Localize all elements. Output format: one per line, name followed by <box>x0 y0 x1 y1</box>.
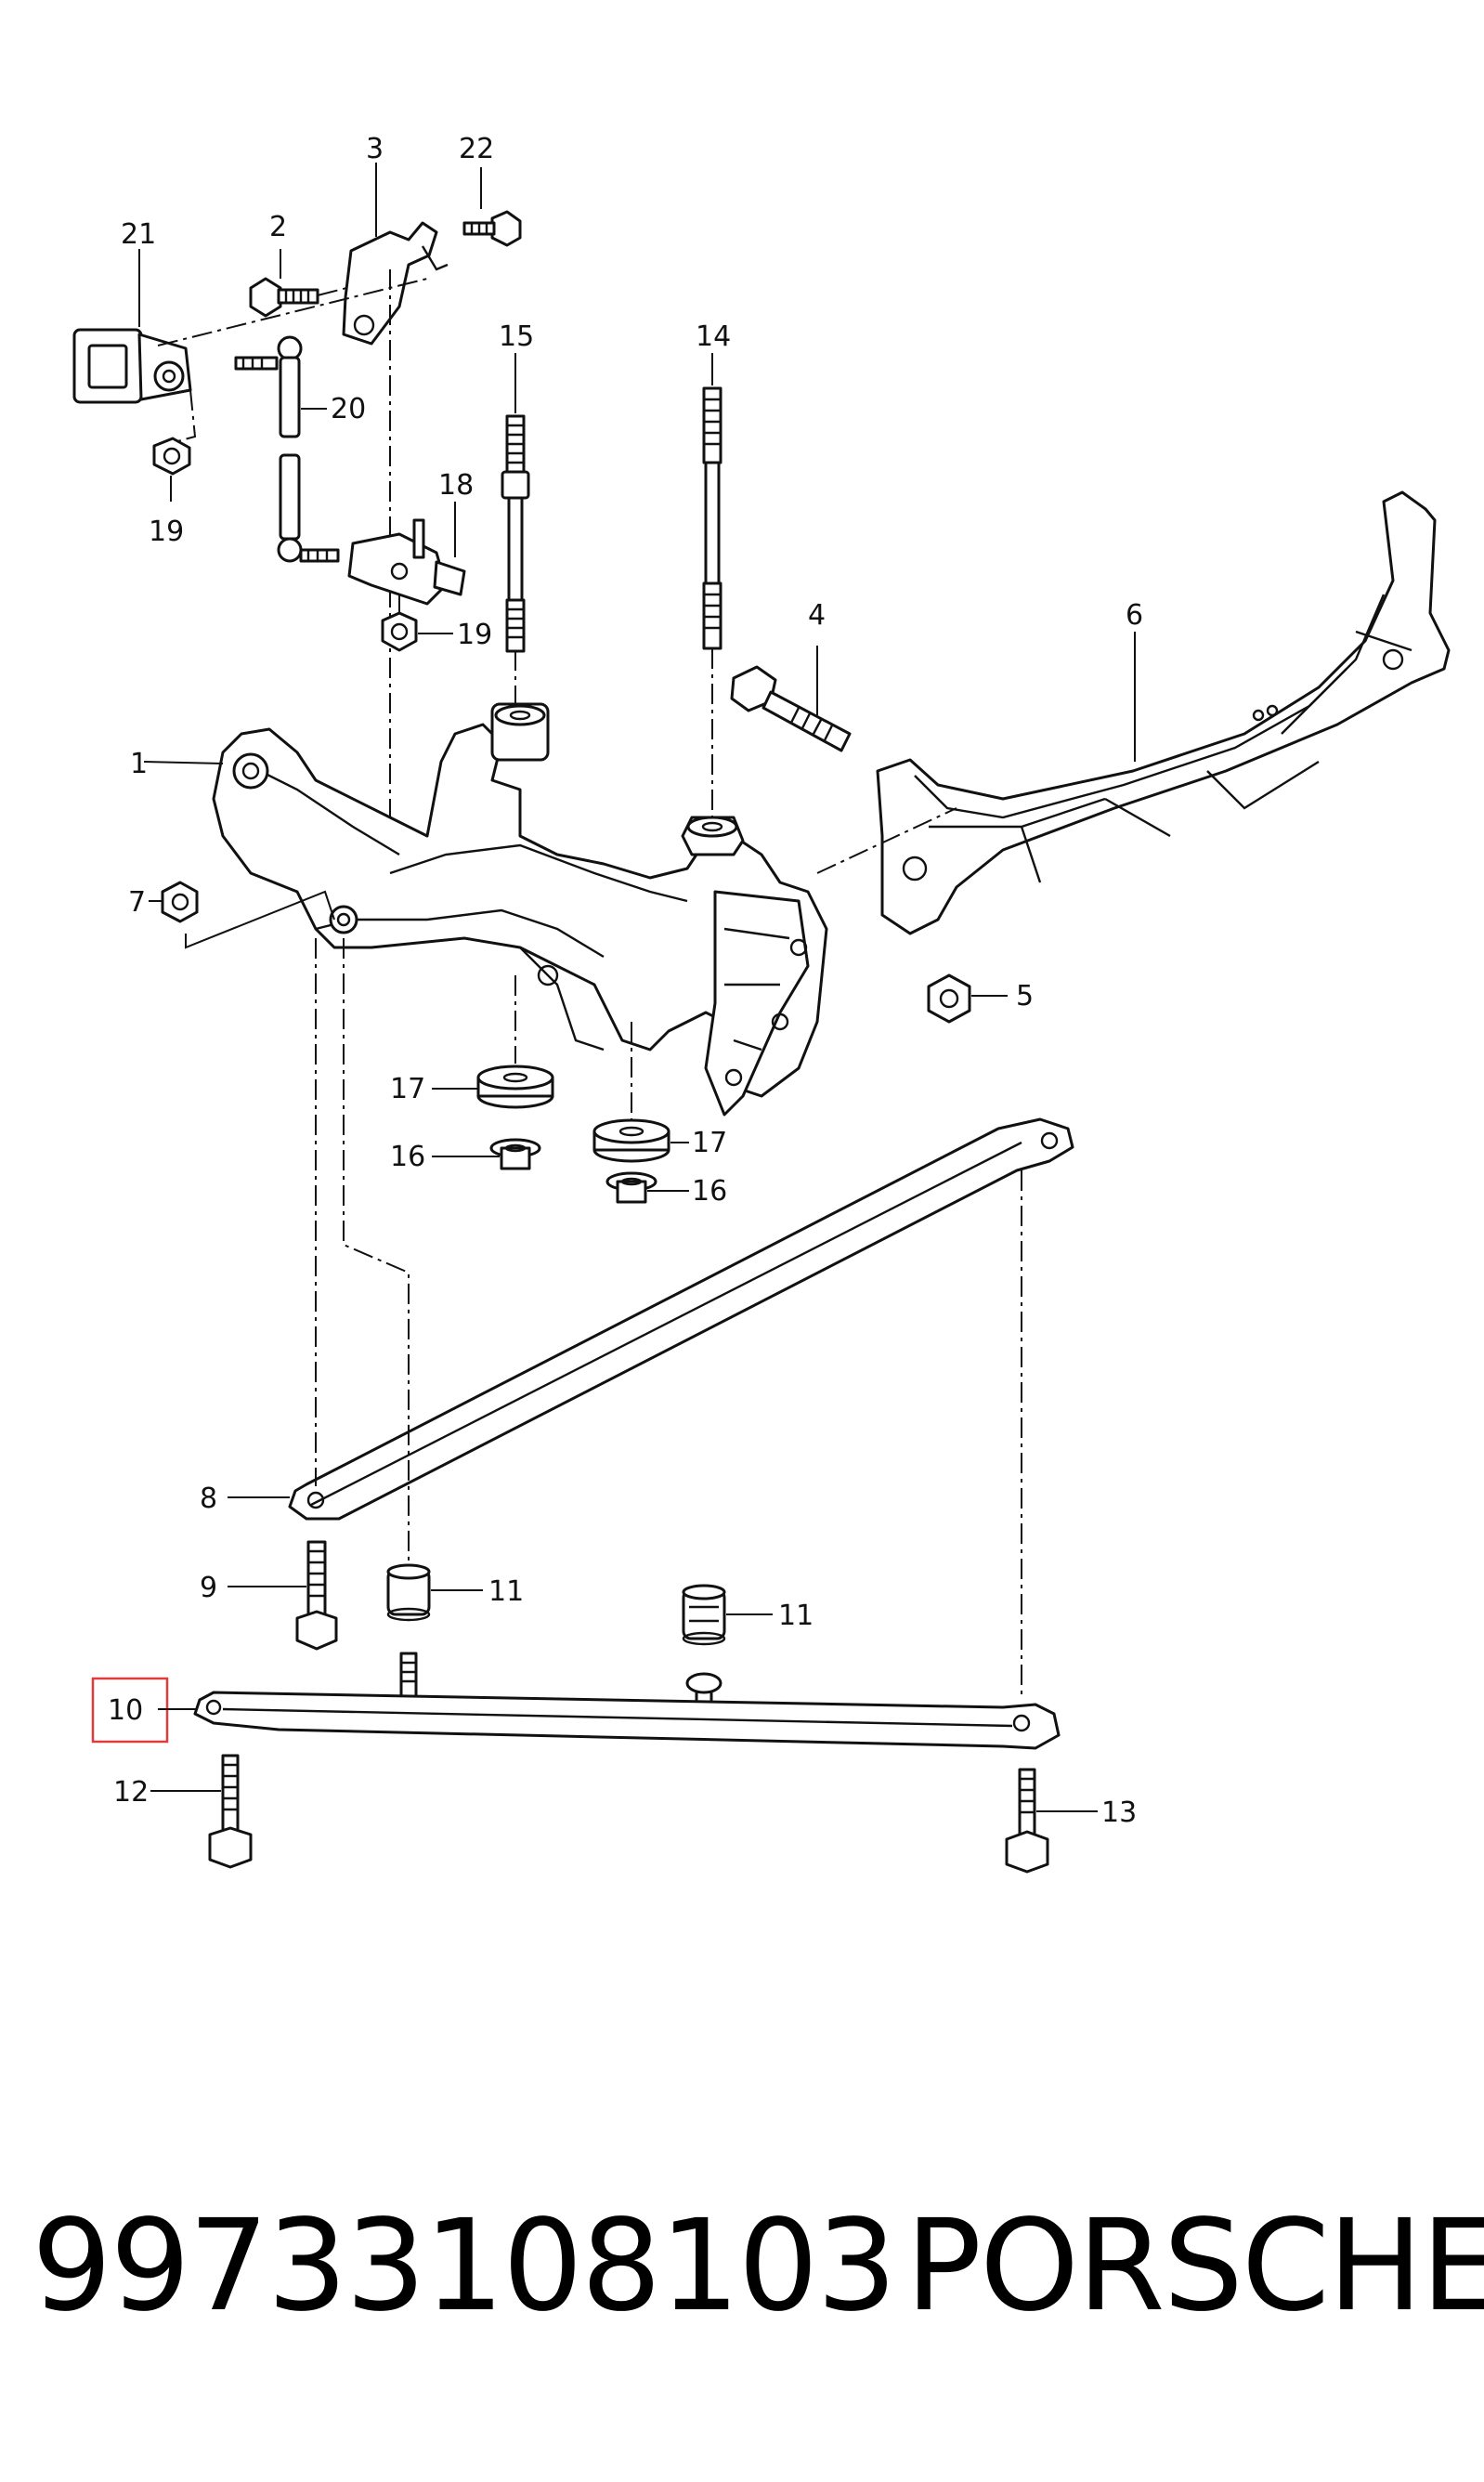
flange-nut-16-left <box>489 1138 541 1170</box>
callout-4: 4 <box>808 599 826 632</box>
callout-7: 7 <box>128 886 146 919</box>
callout-11-right: 11 <box>778 1600 814 1632</box>
callout-17-right: 17 <box>692 1127 727 1159</box>
stud-15 <box>501 414 530 653</box>
callout-15: 15 <box>499 320 534 353</box>
stud-14 <box>702 386 722 650</box>
nut-19-left <box>152 437 191 476</box>
spacer-11-right <box>682 1584 726 1646</box>
callout-19-mid: 19 <box>457 619 492 651</box>
flange-nut-16-right <box>605 1171 657 1204</box>
callout-17-left: 17 <box>390 1073 425 1105</box>
callout-16-right: 16 <box>692 1175 727 1208</box>
callout-16-left: 16 <box>390 1141 425 1173</box>
callout-2: 2 <box>269 211 287 243</box>
callout-20: 20 <box>331 393 366 425</box>
lower-reinforcement-plate <box>193 1652 1061 1750</box>
callout-1: 1 <box>130 748 148 780</box>
part-number: 99733108103 <box>32 2193 897 2340</box>
callout-6: 6 <box>1126 599 1143 632</box>
sensor-bracket <box>342 221 449 346</box>
lower-sensor-bracket <box>347 518 466 606</box>
front-subframe <box>212 702 828 1117</box>
rubber-mount-17-left <box>476 1065 554 1109</box>
callout-19-left: 19 <box>149 516 184 548</box>
bolt-4 <box>730 665 852 752</box>
callout-11-left: 11 <box>488 1575 524 1608</box>
callout-14: 14 <box>696 320 731 353</box>
callout-3: 3 <box>366 133 384 165</box>
nut-5 <box>927 973 971 1024</box>
callout-18: 18 <box>438 469 474 502</box>
bolt-2 <box>249 277 319 318</box>
callout-13: 13 <box>1101 1796 1137 1829</box>
bolt-12 <box>208 1754 253 1869</box>
callout-10: 10 <box>108 1694 143 1727</box>
footer-bar: 99733108103 PORSCHE <box>0 2197 1484 2336</box>
level-sensor <box>72 328 192 404</box>
diagonal-brace <box>288 1117 1074 1521</box>
rear-crossmember <box>876 490 1451 935</box>
callout-21: 21 <box>121 218 156 251</box>
bolt-22 <box>462 210 522 247</box>
callout-12: 12 <box>113 1776 149 1809</box>
nut-19-mid <box>381 611 418 652</box>
nut-7 <box>161 881 199 923</box>
brand-name: PORSCHE <box>905 2193 1484 2340</box>
callout-9: 9 <box>200 1572 217 1604</box>
bolt-9 <box>295 1540 338 1651</box>
callout-5: 5 <box>1016 980 1034 1012</box>
spacer-11-left <box>386 1563 431 1622</box>
link-rod <box>234 335 340 563</box>
callout-8: 8 <box>200 1483 217 1515</box>
rubber-mount-17-right <box>592 1118 670 1163</box>
callout-22: 22 <box>459 133 494 165</box>
bolt-13 <box>1005 1768 1049 1874</box>
